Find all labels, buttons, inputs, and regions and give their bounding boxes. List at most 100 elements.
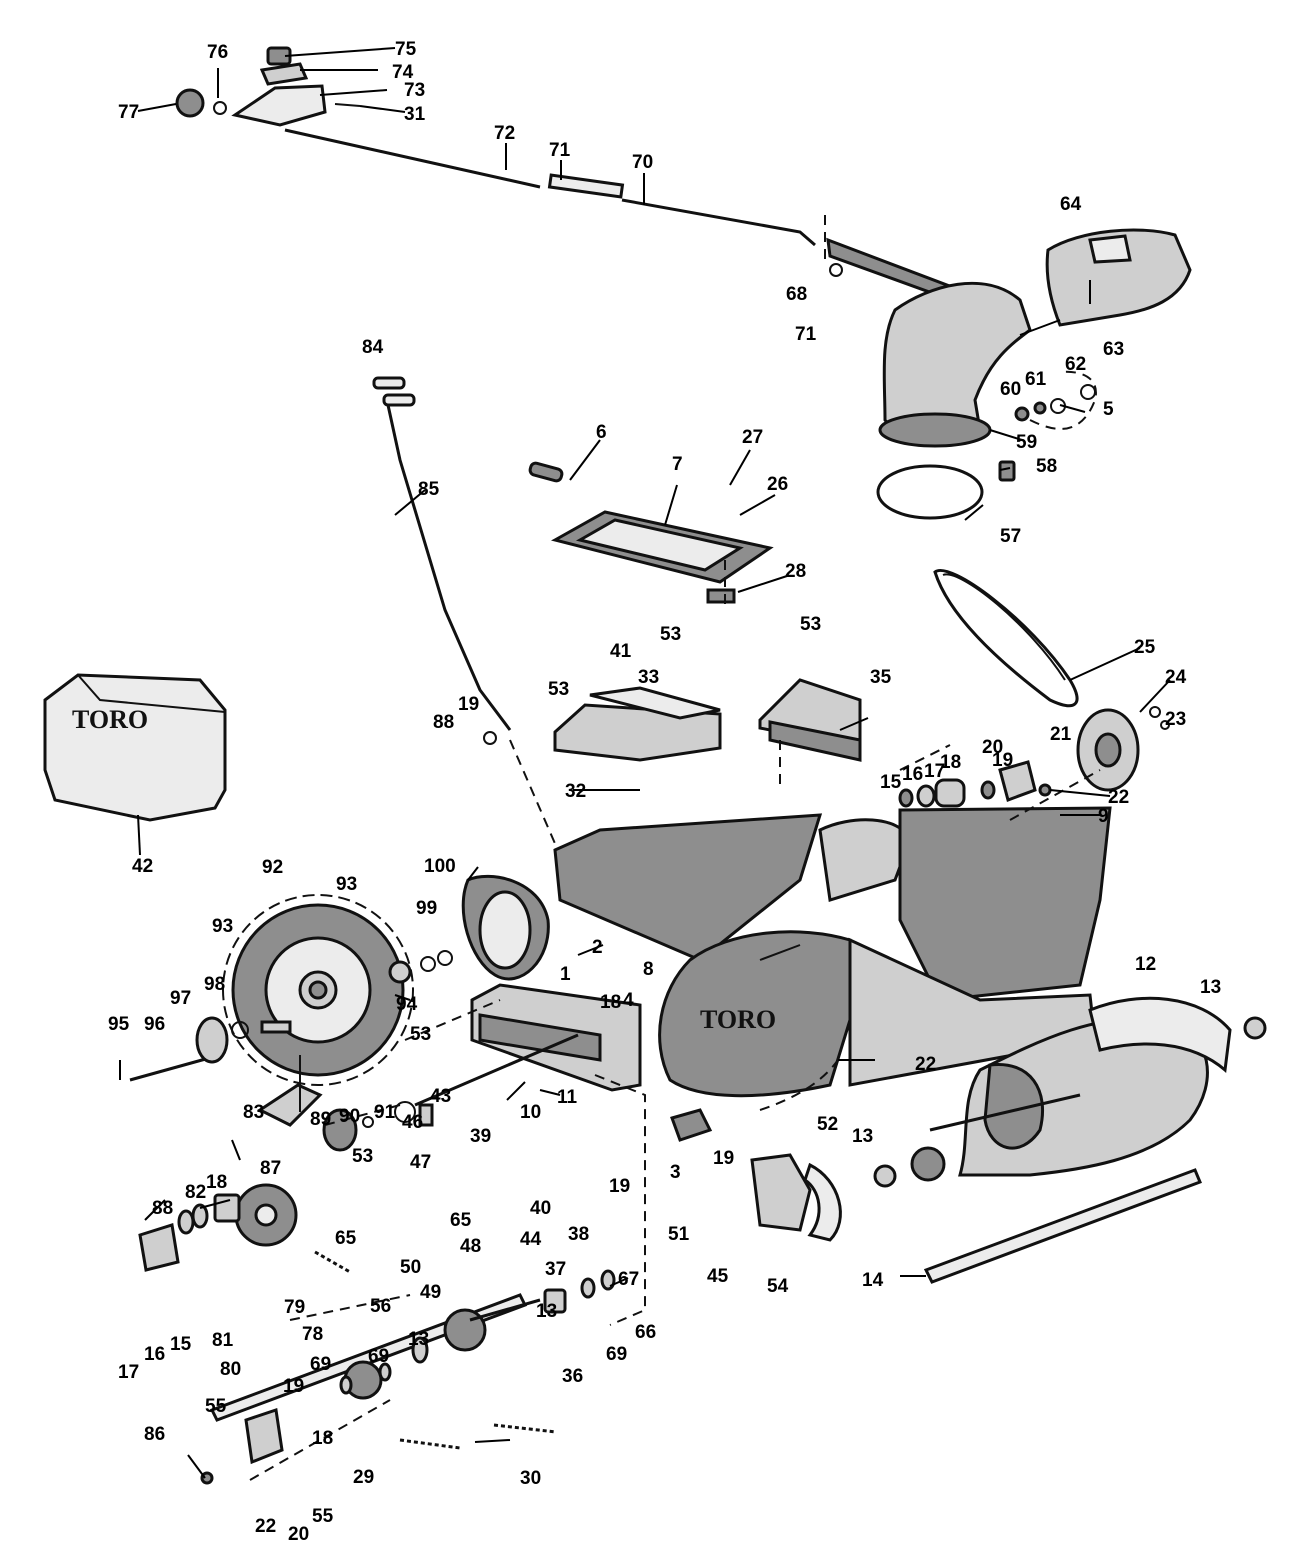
callout: 13 [408, 1329, 429, 1350]
callout: 20 [982, 737, 1003, 758]
callout: 6 [596, 422, 607, 443]
callout: 76 [207, 42, 228, 63]
frame-and-auger-housing [553, 806, 1112, 1098]
callout: 19 [283, 1376, 304, 1397]
traction-shaft-40 [414, 1033, 579, 1127]
impeller-bearing-stack [898, 760, 1052, 808]
callout: 22 [1108, 787, 1129, 808]
chute-control-crank [175, 46, 361, 127]
callout: 16 [902, 764, 923, 785]
callout: 93 [336, 874, 357, 895]
callout: 7 [672, 454, 683, 475]
callout: 89 [310, 1109, 331, 1130]
callout: 77 [118, 102, 139, 123]
callout: 38 [568, 1224, 589, 1245]
callout: 5 [1103, 399, 1114, 420]
callout: 31 [404, 104, 426, 125]
callout: 82 [185, 1182, 206, 1203]
callout: 94 [396, 994, 418, 1015]
callout: 20 [288, 1524, 309, 1545]
callout: 96 [144, 1014, 165, 1035]
callout: 25 [1134, 637, 1156, 658]
drive-pulley [1076, 706, 1170, 792]
callout: 28 [785, 561, 806, 582]
chute-deflector [1045, 228, 1192, 327]
callout: 15 [880, 772, 902, 793]
callout: 79 [284, 1297, 305, 1318]
drive-sprocket-80 [138, 1183, 298, 1272]
callout: 44 [520, 1229, 542, 1250]
callout: 4 [623, 990, 634, 1011]
callout: 98 [204, 974, 225, 995]
callout: 8 [643, 959, 654, 980]
callout: 57 [1000, 526, 1021, 547]
callout: 18 [312, 1428, 333, 1449]
callout: 40 [530, 1198, 551, 1219]
callout: 55 [205, 1396, 227, 1417]
callout: 70 [632, 152, 653, 173]
callout: 42 [132, 856, 153, 877]
cover-plate-7 [528, 461, 774, 604]
small-sprocket-29 [339, 1360, 392, 1400]
callout: 45 [707, 1266, 729, 1287]
gear-housing-45 [750, 1153, 842, 1242]
chain-30 [399, 1423, 557, 1450]
callout: 95 [108, 1014, 130, 1035]
callout: 93 [212, 916, 233, 937]
callout: 19 [992, 750, 1013, 771]
callout: 37 [545, 1259, 566, 1280]
callout: 75 [395, 39, 417, 60]
drive-belt [933, 569, 1079, 708]
friction-drive-hardware [257, 1055, 416, 1152]
leader-lines [119, 47, 1171, 1479]
callout: 58 [1036, 456, 1057, 477]
callout: 35 [870, 667, 892, 688]
callout: 86 [144, 1424, 165, 1445]
chute-control-rod [284, 128, 816, 247]
callout: 65 [450, 1210, 472, 1231]
callout: 24 [1165, 667, 1187, 688]
callout: 53 [800, 614, 821, 635]
callout: 69 [606, 1344, 627, 1365]
callout: 33 [638, 667, 659, 688]
hood-logo: TORO [72, 705, 148, 734]
auger-sprocket [873, 1146, 946, 1188]
callout: 69 [368, 1346, 389, 1367]
callout: 13 [852, 1126, 873, 1147]
callout: 17 [924, 761, 945, 782]
callout: 46 [402, 1112, 423, 1133]
callout: 18 [600, 992, 621, 1013]
callout: 53 [410, 1024, 431, 1045]
callout: 73 [404, 80, 425, 101]
callout: 17 [118, 1362, 139, 1383]
callout: 62 [1065, 354, 1086, 375]
callout: 51 [668, 1224, 690, 1245]
callout: 60 [1000, 379, 1021, 400]
callout: 32 [565, 781, 586, 802]
wheel-axle-hardware [129, 950, 453, 1082]
auger [929, 996, 1267, 1177]
callout: 87 [260, 1158, 281, 1179]
callout: 22 [915, 1054, 936, 1075]
callout: 84 [362, 337, 384, 358]
callout: 11 [557, 1087, 578, 1108]
callout: 90 [339, 1106, 360, 1127]
callout: 48 [460, 1236, 481, 1257]
callout: 3 [670, 1162, 681, 1183]
callout: 55 [312, 1506, 334, 1527]
callout: 66 [635, 1322, 656, 1343]
callout: 16 [144, 1344, 165, 1365]
callout: 36 [562, 1366, 583, 1387]
assembly-lines [249, 560, 1101, 1481]
callout: 67 [618, 1269, 639, 1290]
jackshaft-36 [411, 1269, 616, 1364]
callout: 81 [212, 1330, 234, 1351]
callout: 64 [1060, 194, 1082, 215]
callout: 47 [410, 1152, 431, 1173]
bearing-plate-20 [200, 1408, 284, 1485]
callout: 71 [549, 140, 571, 161]
control-rod [372, 376, 561, 856]
callout: 52 [817, 1114, 838, 1135]
callout: 65 [335, 1228, 357, 1249]
